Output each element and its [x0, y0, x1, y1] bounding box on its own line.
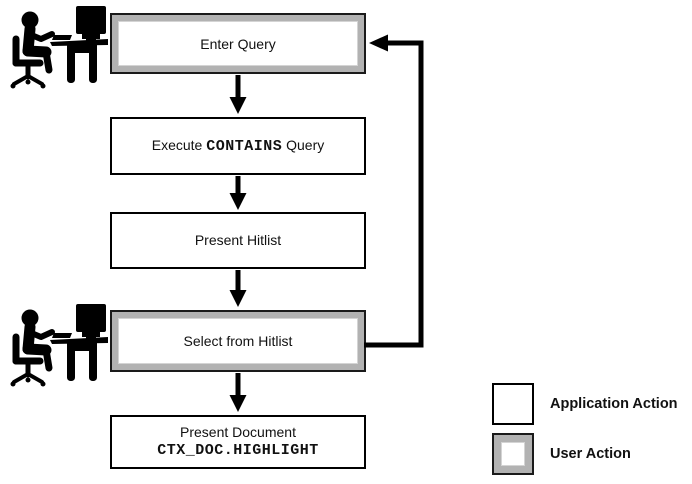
- node-present-hitlist-label: Present Hitlist: [194, 232, 282, 249]
- node-select-from-hitlist: Select from Hitlist: [110, 310, 366, 372]
- node-execute-query-label: Execute CONTAINS Query: [152, 136, 325, 157]
- computer-monitor: [76, 6, 106, 42]
- office-chair: [10, 35, 46, 89]
- node-present-document: Present Document CTX_DOC.HIGHLIGHT: [110, 415, 366, 469]
- application-action-swatch: [492, 383, 534, 425]
- arrow-select-to-document: [229, 373, 247, 412]
- execute-label-prefix: Execute: [151, 136, 207, 153]
- office-chair: [10, 333, 46, 387]
- desk: [50, 333, 108, 381]
- node-enter-query-label: Enter Query: [200, 35, 276, 52]
- node-present-document-label: Present Document: [180, 424, 296, 441]
- person-at-computer-icon: [4, 6, 108, 90]
- node-present-hitlist: Present Hitlist: [110, 212, 366, 269]
- arrow-enter-to-execute: [229, 75, 247, 114]
- node-select-hitlist-label: Select from Hitlist: [183, 333, 293, 349]
- ctx-doc-highlight-code-text: CTX_DOC.HIGHLIGHT: [157, 442, 319, 460]
- legend-application-action: Application Action: [492, 383, 678, 425]
- user-action-label: User Action: [550, 446, 631, 462]
- person-at-computer-icon: [10, 304, 108, 387]
- computer-monitor: [76, 304, 106, 340]
- user-action-swatch-face: [501, 442, 525, 466]
- desk: [50, 35, 108, 83]
- feedback-arrow-select-to-enter: [364, 34, 424, 348]
- node-enter-query: Enter Query: [110, 13, 366, 74]
- seated-person: [21, 309, 55, 372]
- execute-label-suffix: Query: [282, 136, 325, 153]
- arrow-hitlist-to-select: [229, 270, 247, 307]
- person-at-computer-icon: [10, 6, 108, 89]
- legend-user-action: User Action: [492, 433, 631, 475]
- user-action-swatch: [492, 433, 534, 475]
- seated-person: [21, 11, 55, 74]
- person-at-computer-icon: [4, 304, 108, 388]
- node-select-hitlist-face: Select from Hitlist: [118, 318, 358, 364]
- arrow-execute-to-hitlist: [229, 176, 247, 210]
- node-execute-contains-query: Execute CONTAINS Query: [110, 117, 366, 175]
- contains-code-text: CONTAINS: [206, 137, 283, 155]
- node-enter-query-face: Enter Query: [118, 21, 358, 66]
- application-action-label: Application Action: [550, 396, 678, 412]
